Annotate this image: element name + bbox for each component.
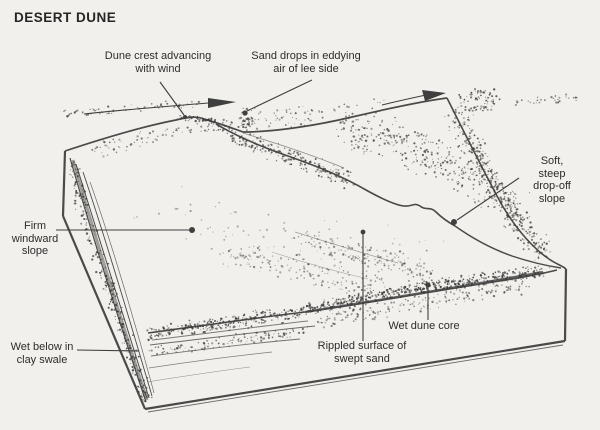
- leader-sand-drops: [242, 79, 313, 116]
- drop-base-line: [454, 225, 562, 269]
- annotation-windward-slope: Firm windward slope: [11, 220, 59, 257]
- right-edge: [563, 268, 568, 342]
- annotation-dropoff-slope: Soft, steep drop-off slope: [533, 155, 571, 205]
- left-top-edge: [61, 150, 67, 217]
- annotation-wet-below: Wet below in clay swale: [10, 341, 74, 366]
- dropoff-edge: [446, 97, 567, 270]
- annotation-rippled-surface: Rippled surface of swept sand: [317, 340, 407, 365]
- leader-wet-core: [425, 282, 431, 320]
- left-front-edge: [61, 215, 147, 410]
- sand-stipple-texture: [63, 88, 578, 403]
- annotation-sand-drops: Sand drops in eddying air of lee side: [251, 50, 361, 75]
- leader-dune-crest: [159, 81, 187, 119]
- wind-arrow-right-icon: [381, 90, 446, 106]
- leader-rippled: [360, 229, 366, 341]
- dune-crest-edge: [64, 97, 448, 152]
- leader-lines: [56, 79, 520, 352]
- bottom-edge: [144, 339, 566, 411]
- leader-dropoff: [451, 177, 520, 225]
- lee-slipface-line: [215, 123, 456, 227]
- annotation-wet-dune-core: Wet dune core: [388, 320, 460, 332]
- leader-windward: [56, 227, 195, 233]
- annotation-dune-crest: Dune crest advancing with wind: [104, 50, 212, 75]
- surface-lines: [146, 123, 562, 383]
- wet-core-band-line: [304, 270, 544, 314]
- bottom-edge-inner: [147, 344, 564, 413]
- leader-wet-below: [76, 349, 140, 352]
- block-outline: [61, 97, 568, 413]
- wind-arrow-left-icon: [83, 98, 236, 115]
- figure-title: DESERT DUNE: [14, 10, 117, 25]
